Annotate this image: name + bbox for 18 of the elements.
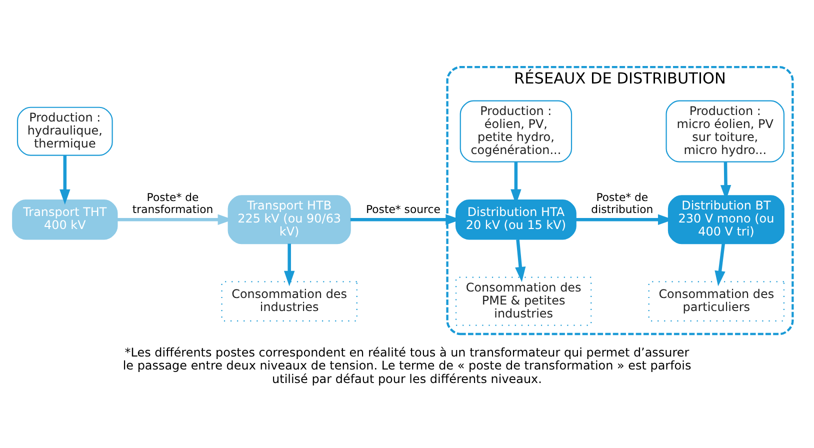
- arrow: [714, 242, 726, 286]
- node-box: Consommation des PME & petites industries: [455, 276, 592, 326]
- arrow: [515, 238, 526, 282]
- node-box: Transport THT 400 kV: [12, 198, 118, 240]
- edge-label: Poste* source: [366, 202, 440, 216]
- node-box: Production : micro éolien, PV sur toiture, micro hydro...: [666, 100, 784, 162]
- node-box: Consommation des industries: [221, 280, 358, 321]
- arrow: [284, 243, 295, 286]
- node-box: Production : éolien, PV, petite hydro, cogénération...: [460, 100, 572, 162]
- arrow: [60, 155, 70, 204]
- node-box: Consommation des particuliers: [648, 280, 784, 321]
- node-box: Distribution BT 230 V mono (ou 400 V tri): [668, 194, 784, 244]
- node-box: Distribution HTA 20 kV (ou 15 kV): [455, 198, 576, 240]
- edge-label: Poste* de distribution: [591, 190, 654, 216]
- edge-label: Poste* de transformation: [132, 190, 214, 216]
- node-box: Transport HTB 225 kV (ou 90/63 kV): [228, 194, 351, 244]
- node-box: Production : hydraulique, thermique: [16, 106, 113, 156]
- caption: *Les différents postes correspondent en réalité tous à un transformateur qui permet d’assurer le passage entre deux niveaux de tension. Le terme de « poste de transformation » est parfois utilisé par défaut pour les différents niveaux.: [122, 345, 692, 386]
